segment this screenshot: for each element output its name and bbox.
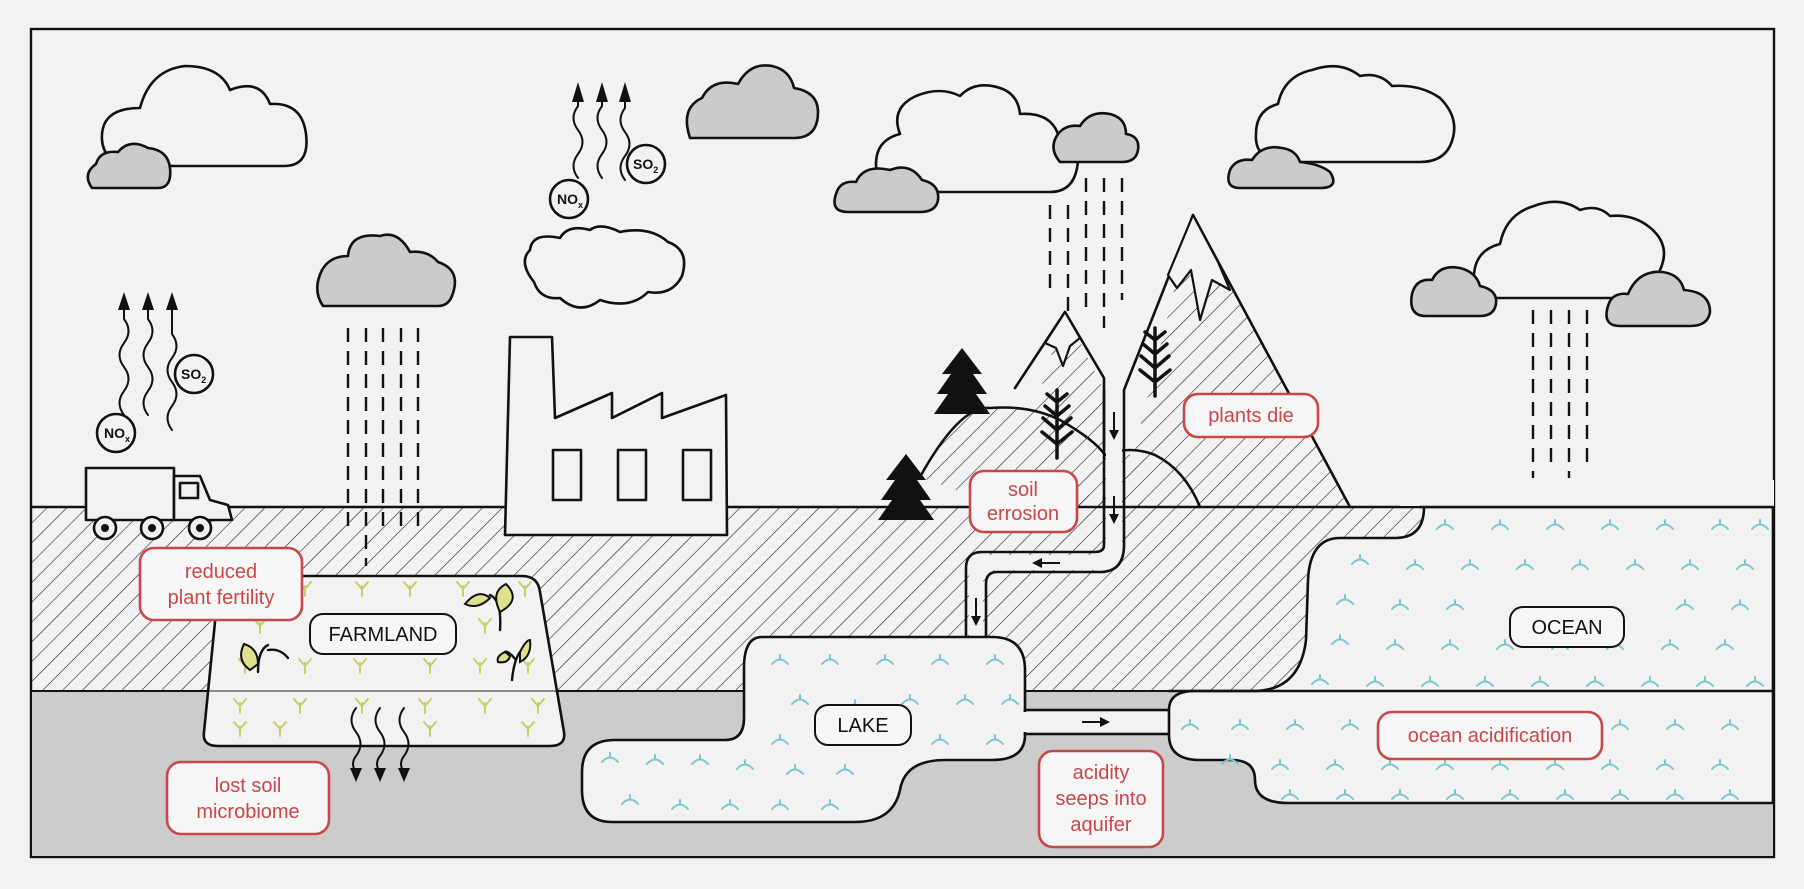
svg-text:NOx: NOx: [557, 191, 583, 210]
arrow-icon: [971, 412, 1119, 727]
svg-text:microbiome: microbiome: [196, 801, 299, 823]
svg-text:FARMLAND: FARMLAND: [329, 624, 438, 646]
effect-soil-erosion: soil errosion: [968, 469, 1079, 534]
rain-icon: [346, 178, 1589, 566]
emission-arrow-icon: [118, 292, 178, 431]
cloud-icon: [86, 64, 1712, 328]
ocean-body: [1167, 505, 1775, 805]
lake-body: [580, 635, 1027, 824]
svg-text:OCEAN: OCEAN: [1531, 617, 1602, 639]
leach-arrow-icon: [350, 707, 410, 782]
plant-icon: [240, 582, 532, 682]
effect-reduced-fertility: reduced plant fertility: [138, 546, 304, 622]
svg-text:acidity: acidity: [1073, 762, 1130, 784]
svg-text:lost soil: lost soil: [215, 775, 282, 797]
lake-label: LAKE: [814, 704, 912, 746]
effect-plants-die: plants die: [1182, 392, 1320, 439]
stream-channel: [969, 392, 1122, 640]
effect-aquifer: acidity seeps into aquifer: [1037, 749, 1165, 849]
nox-icon: NOx: [548, 178, 590, 220]
svg-text:LAKE: LAKE: [837, 715, 888, 737]
svg-text:plants die: plants die: [1208, 405, 1294, 427]
factory-icon: [503, 335, 729, 537]
truck-icon: [84, 466, 234, 541]
svg-text:errosion: errosion: [987, 503, 1059, 525]
effect-ocean-acidification: ocean acidification: [1376, 710, 1604, 761]
svg-text:NOx: NOx: [104, 425, 130, 444]
svg-text:SO2: SO2: [181, 366, 206, 385]
emission-arrow-icon: [572, 82, 631, 181]
so2-icon: SO2: [625, 143, 667, 185]
svg-text:soil: soil: [1008, 479, 1038, 501]
svg-text:SO2: SO2: [633, 156, 658, 175]
svg-text:aquifer: aquifer: [1070, 814, 1131, 836]
svg-text:plant fertility: plant fertility: [168, 587, 275, 609]
farmland-label: FARMLAND: [309, 613, 457, 655]
so2-icon: SO2: [173, 353, 215, 395]
svg-text:reduced: reduced: [185, 561, 257, 583]
svg-text:seeps into: seeps into: [1055, 788, 1146, 810]
ocean-label: OCEAN: [1509, 606, 1625, 648]
effect-lost-microbiome: lost soil microbiome: [165, 760, 331, 836]
svg-text:ocean acidification: ocean acidification: [1408, 725, 1573, 747]
nox-icon: NOx: [95, 412, 137, 454]
